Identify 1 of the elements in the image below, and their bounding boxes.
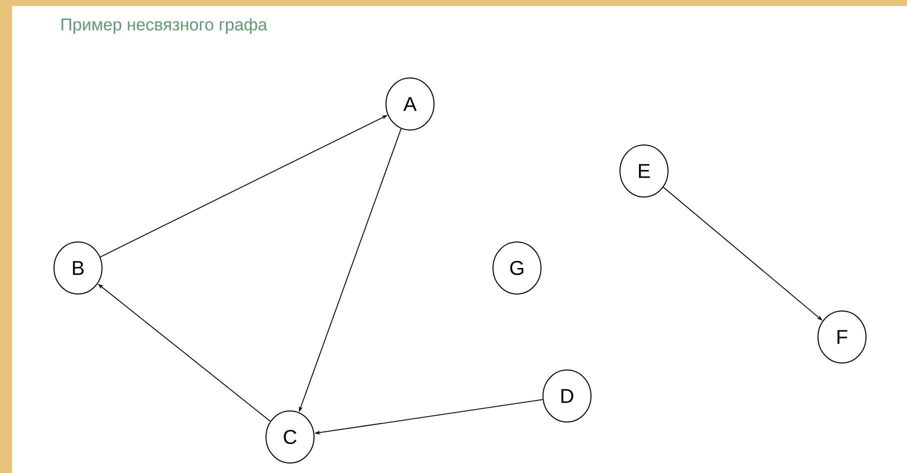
title: Пример несвязного графа xyxy=(62,18,268,34)
